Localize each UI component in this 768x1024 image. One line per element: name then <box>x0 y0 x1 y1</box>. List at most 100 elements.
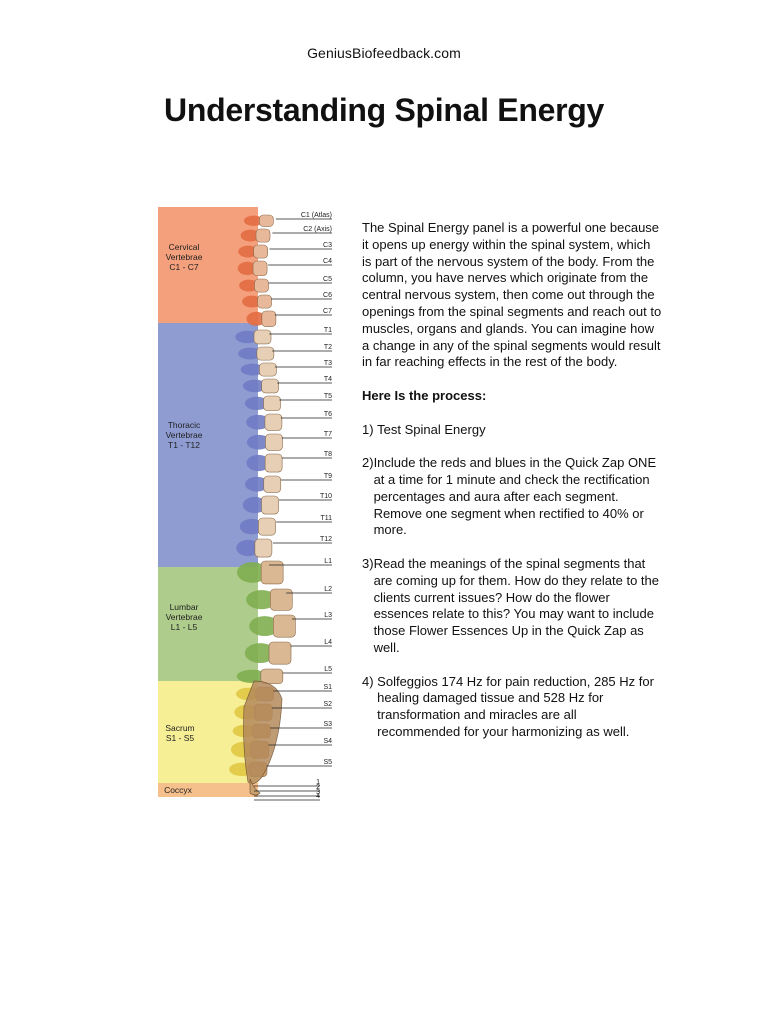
site-header: GeniusBiofeedback.com <box>307 45 461 61</box>
vertebra-label: 1 <box>316 779 320 786</box>
vertebra-body <box>258 517 276 536</box>
vertebra-body <box>265 433 283 451</box>
vertebra-body <box>255 228 271 243</box>
vertebra-body <box>261 495 279 515</box>
vertebra-process <box>244 396 269 411</box>
vertebra-process <box>240 229 261 242</box>
vertebra-process <box>240 363 265 376</box>
step-number: 1) <box>362 421 378 437</box>
article-body: The Spinal Energy panel is a powerful on… <box>362 220 662 758</box>
vertebra-process <box>236 669 268 684</box>
vertebra-label: S5 <box>323 759 332 766</box>
vertebra-body <box>252 260 268 277</box>
vertebra-body <box>263 395 281 412</box>
intro-paragraph: The Spinal Energy panel is a powerful on… <box>362 220 662 370</box>
step-number: 4) <box>362 673 378 689</box>
vertebra-process <box>244 643 276 664</box>
vertebra-label: T10 <box>320 493 332 500</box>
vertebra-body <box>261 378 279 394</box>
vertebra-body <box>264 453 283 473</box>
vertebra-label: T1 <box>324 327 332 334</box>
vertebra-label: T5 <box>324 393 332 400</box>
region-label: Vertebrae <box>166 430 203 440</box>
region-label: Coccyx <box>164 785 193 795</box>
vertebra-label: S4 <box>323 738 332 745</box>
vertebra-label: 2 <box>316 784 320 791</box>
vertebra-label: S3 <box>323 721 332 728</box>
vertebra-process <box>238 245 258 258</box>
vertebra-label: L3 <box>324 612 332 619</box>
vertebra-body <box>254 538 273 558</box>
vertebra-label: T3 <box>324 360 332 367</box>
vertebra-process <box>235 330 260 344</box>
process-step: 2) Include the reds and blues in the Qui… <box>362 455 662 539</box>
vertebra-process <box>236 539 260 557</box>
vertebra-label: T11 <box>320 515 332 522</box>
vertebra-process <box>238 347 262 360</box>
vertebra-body <box>260 668 284 685</box>
process-step: 1) Test Spinal Energy <box>362 422 662 439</box>
step-number: 3) <box>362 555 374 571</box>
vertebra-body <box>254 278 269 293</box>
vertebra-label: C6 <box>323 292 332 299</box>
vertebra-process <box>242 379 267 393</box>
vertebra-label: T2 <box>324 344 332 351</box>
coccyx-region <box>158 783 258 797</box>
region-label: T1 - T12 <box>168 440 200 450</box>
vertebra-body <box>253 329 272 345</box>
vertebra-label: C5 <box>323 276 332 283</box>
vertebra-process <box>246 590 277 610</box>
region-label: Vertebrae <box>166 612 203 622</box>
vertebra-label: C4 <box>323 258 332 265</box>
vertebra-process <box>236 562 268 583</box>
vertebra-process <box>242 295 262 308</box>
page-title: Understanding Spinal Energy <box>164 92 604 128</box>
vertebra-process <box>249 616 280 637</box>
vertebra-label: L4 <box>324 639 332 646</box>
vertebra-label: C2 (Axis) <box>303 226 332 233</box>
process-step: 4) Solfeggios 174 Hz for pain reduction,… <box>362 674 662 741</box>
sacrum-bone <box>243 680 283 784</box>
vertebra-body <box>263 475 282 493</box>
vertebra-label: C1 (Atlas) <box>301 212 332 219</box>
vertebra-process <box>246 434 271 450</box>
vertebra-label: L1 <box>324 558 332 565</box>
vertebra-process <box>237 261 258 276</box>
lumbar-region <box>158 567 258 681</box>
vertebra-label: C3 <box>323 242 332 249</box>
vertebra-body <box>259 214 274 227</box>
region-label: Vertebrae <box>166 252 203 262</box>
vertebra-label: T9 <box>324 473 332 480</box>
vertebra-body <box>261 310 277 327</box>
region-label: L1 - L5 <box>171 622 198 632</box>
region-label: Cervical <box>169 242 200 252</box>
step-text: Solfeggios 174 Hz for pain reduction, 28… <box>377 673 654 739</box>
vertebra-body <box>269 588 293 611</box>
process-step: 3) Read the meanings of the spinal segme… <box>362 556 662 657</box>
region-label: Lumbar <box>170 602 199 612</box>
step-text: Test Spinal Energy <box>377 421 486 437</box>
step-text: Read the meanings of the spinal segments… <box>373 555 659 655</box>
vertebra-body <box>264 413 283 431</box>
vertebrae-column <box>229 214 296 796</box>
vertebra-process <box>243 215 264 226</box>
vertebra-body <box>260 560 284 585</box>
vertebra-label: 4 <box>316 793 320 800</box>
vertebra-label: S2 <box>323 701 332 708</box>
vertebra-body <box>259 362 277 377</box>
vertebra-process <box>246 414 271 430</box>
vertebra-process <box>246 311 267 326</box>
vertebra-body <box>268 641 292 665</box>
vertebra-process <box>239 279 259 292</box>
vertebra-body <box>257 294 272 309</box>
process-heading: Here Is the process: <box>362 387 487 403</box>
vertebra-process <box>239 518 264 535</box>
vertebra-label: T12 <box>320 536 332 543</box>
vertebra-label: C7 <box>323 308 332 315</box>
step-text: Include the reds and blues in the Quick … <box>373 455 657 538</box>
vertebra-body <box>256 346 275 361</box>
step-number: 2) <box>362 455 374 471</box>
vertebra-process <box>246 454 271 472</box>
